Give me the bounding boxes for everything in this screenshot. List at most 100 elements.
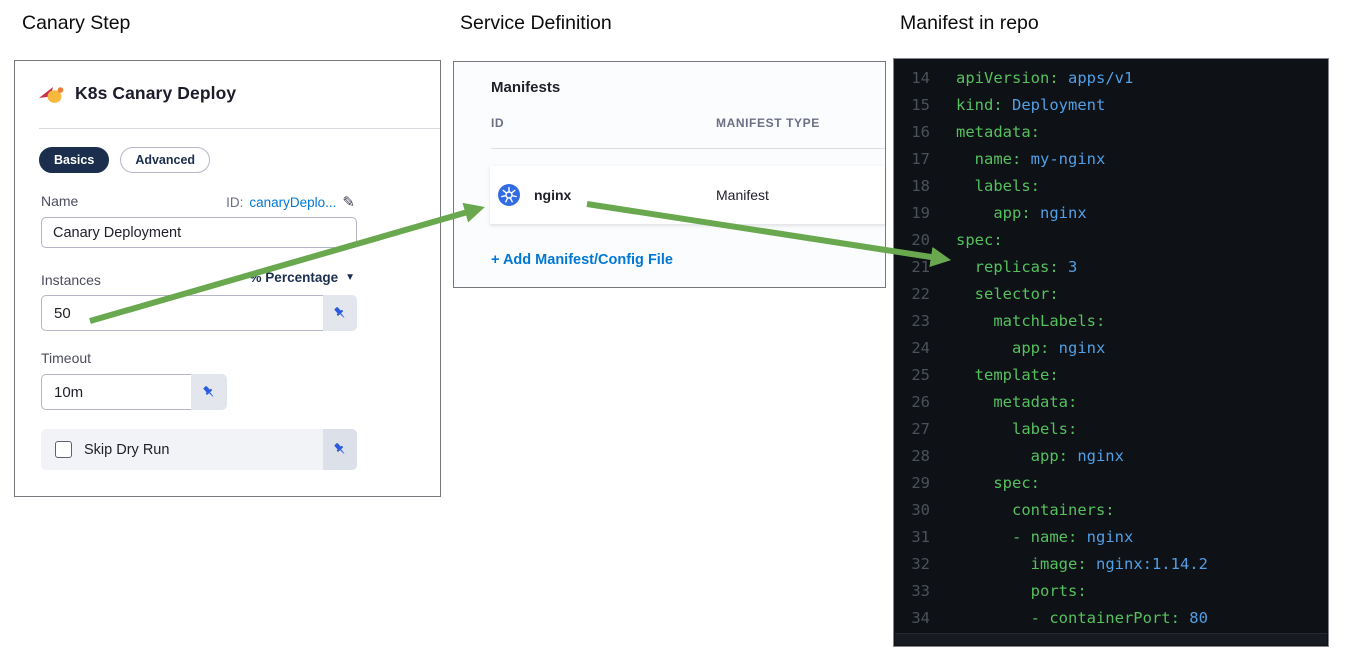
line-number: 27 (911, 420, 930, 438)
tab-advanced[interactable]: Advanced (120, 147, 211, 173)
code-line: 34 - containerPort: 80 (894, 605, 1328, 632)
id-prefix: ID: (226, 194, 244, 210)
line-number: 31 (911, 528, 930, 546)
instances-input[interactable] (41, 295, 323, 331)
name-label: Name (41, 193, 79, 209)
step-title: K8s Canary Deploy (75, 83, 237, 103)
code-line: 32 image: nginx:1.14.2 (894, 551, 1328, 578)
code-line: 15 kind: Deployment (894, 92, 1328, 119)
code-text: selector: (956, 285, 1059, 303)
service-definition-heading: Service Definition (460, 12, 612, 34)
code-line: 14 apiVersion: apps/v1 (894, 65, 1328, 92)
code-text: - containerPort: 80 (956, 609, 1208, 627)
code-line: 18 labels: (894, 173, 1328, 200)
code-line: 21 replicas: 3 (894, 254, 1328, 281)
line-number: 19 (911, 204, 930, 222)
code-line: 33 ports: (894, 578, 1328, 605)
code-line: 22 selector: (894, 281, 1328, 308)
name-input[interactable] (41, 217, 357, 248)
code-text: labels: (956, 177, 1040, 195)
manifest-in-repo-heading: Manifest in repo (900, 12, 1039, 34)
code-text: containers: (956, 501, 1115, 519)
code-line: 16 metadata: (894, 119, 1328, 146)
line-number: 17 (911, 150, 930, 168)
line-number: 30 (911, 501, 930, 519)
pin-icon (202, 385, 213, 397)
line-number: 15 (911, 96, 930, 114)
line-number: 16 (911, 123, 930, 141)
step-id-link[interactable]: canaryDeplo... (249, 194, 337, 210)
skip-dry-run-row: Skip Dry Run (41, 429, 357, 470)
line-number: 21 (911, 258, 930, 276)
manifest-id: nginx (534, 187, 572, 203)
instances-pin-button[interactable] (323, 295, 357, 331)
code-text: labels: (956, 420, 1078, 438)
add-manifest-link[interactable]: + Add Manifest/Config File (491, 252, 673, 268)
line-number: 28 (911, 447, 930, 465)
divider (39, 128, 440, 129)
manifest-type: Manifest (716, 187, 769, 203)
code-line: 23 matchLabels: (894, 308, 1328, 335)
code-text: kind: Deployment (956, 96, 1106, 114)
canary-step-panel: K8s Canary Deploy Basics Advanced Name I… (14, 60, 441, 497)
canary-bird-icon (39, 84, 65, 104)
code-line: 29 spec: (894, 470, 1328, 497)
code-text: spec: (956, 231, 1003, 249)
skip-dry-run-pin-button[interactable] (323, 429, 357, 470)
code-line: 31 - name: nginx (894, 524, 1328, 551)
line-number: 26 (911, 393, 930, 411)
code-line: 25 template: (894, 362, 1328, 389)
manifests-title: Manifests (491, 79, 561, 96)
instances-unit-dropdown[interactable]: % Percentage ▼ (250, 270, 355, 285)
instances-unit-label: % Percentage (249, 270, 339, 285)
code-line: 30 containers: (894, 497, 1328, 524)
line-number: 22 (911, 285, 930, 303)
code-text: app: nginx (956, 204, 1087, 222)
code-text: - name: nginx (956, 528, 1134, 546)
code-line: 28 app: nginx (894, 443, 1328, 470)
instances-label: Instances (41, 272, 101, 288)
code-line: 24 app: nginx (894, 335, 1328, 362)
code-text: replicas: 3 (956, 258, 1078, 276)
code-text: app: nginx (956, 447, 1124, 465)
line-number: 14 (911, 69, 930, 87)
code-text: spec: (956, 474, 1040, 492)
kubernetes-icon (498, 184, 520, 206)
line-number: 18 (911, 177, 930, 195)
pencil-icon[interactable]: ✎ (342, 194, 355, 211)
timeout-input[interactable] (41, 374, 191, 410)
skip-dry-run-checkbox[interactable] (55, 441, 72, 458)
timeout-pin-button[interactable] (191, 374, 227, 410)
column-header-id: ID (491, 116, 505, 130)
line-number: 34 (911, 609, 930, 627)
line-number: 25 (911, 366, 930, 384)
code-text: template: (956, 366, 1059, 384)
line-number: 33 (911, 582, 930, 600)
code-line: 17 name: my-nginx (894, 146, 1328, 173)
code-text: apiVersion: apps/v1 (956, 69, 1134, 87)
code-text: matchLabels: (956, 312, 1106, 330)
line-number: 23 (911, 312, 930, 330)
code-text: ports: (956, 582, 1087, 600)
line-number: 24 (911, 339, 930, 357)
line-number: 20 (911, 231, 930, 249)
pin-icon (333, 443, 344, 454)
timeout-label: Timeout (41, 350, 92, 366)
code-text: metadata: (956, 123, 1040, 141)
skip-dry-run-label: Skip Dry Run (84, 441, 170, 458)
column-header-manifest-type: MANIFEST TYPE (716, 116, 820, 130)
line-number: 32 (911, 555, 930, 573)
chevron-down-icon: ▼ (345, 272, 355, 283)
code-line: 27 labels: (894, 416, 1328, 443)
tab-basics[interactable]: Basics (39, 147, 110, 173)
horizontal-scrollbar[interactable] (895, 633, 1327, 645)
canary-step-heading: Canary Step (22, 12, 131, 34)
pin-icon (333, 306, 344, 318)
manifest-row-nginx[interactable]: nginx Manifest (490, 166, 885, 225)
service-definition-panel: Manifests ID MANIFEST TYPE nginx Manifes… (453, 61, 886, 288)
code-text: app: nginx (956, 339, 1106, 357)
code-text: image: nginx:1.14.2 (956, 555, 1208, 573)
code-line: 19 app: nginx (894, 200, 1328, 227)
